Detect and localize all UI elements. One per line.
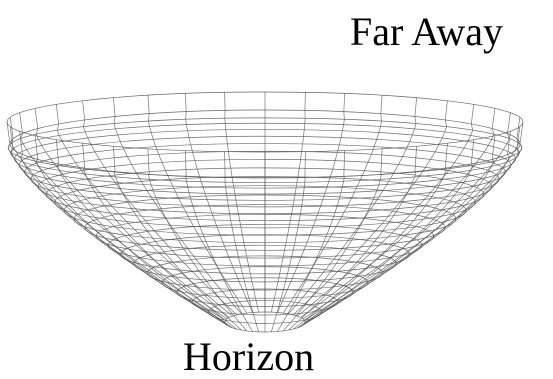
grid-spoke	[302, 112, 511, 320]
grid-spoke	[277, 93, 346, 313]
grid-spoke	[277, 150, 346, 332]
grid-spoke	[302, 131, 511, 326]
grid-spoke	[147, 95, 248, 314]
grid-spoke	[113, 146, 242, 331]
grid-spoke	[282, 95, 383, 314]
grid-spoke	[300, 108, 496, 318]
grid-spoke	[184, 150, 253, 332]
grid-spoke	[300, 135, 496, 327]
grid-spoke	[288, 97, 417, 315]
grid-spoke	[304, 117, 521, 321]
far-away-label: Far Away	[350, 9, 503, 54]
grid-spoke	[184, 93, 253, 313]
horizon-label: Horizon	[183, 334, 315, 379]
grid-spoke	[113, 97, 242, 315]
grid-spoke	[293, 100, 448, 316]
grid-spoke	[224, 92, 260, 313]
grid-spoke	[6, 121, 226, 323]
grid-spoke	[34, 108, 230, 318]
grid-spoke	[270, 151, 306, 333]
grid-spoke	[270, 92, 306, 313]
grid-spoke	[288, 146, 417, 331]
grid-spoke	[9, 117, 226, 321]
grid-spoke	[55, 104, 233, 317]
grid-spoke	[224, 151, 260, 333]
grid-spoke	[297, 104, 475, 317]
grid-spoke	[82, 100, 237, 316]
grid-spoke	[19, 112, 228, 320]
